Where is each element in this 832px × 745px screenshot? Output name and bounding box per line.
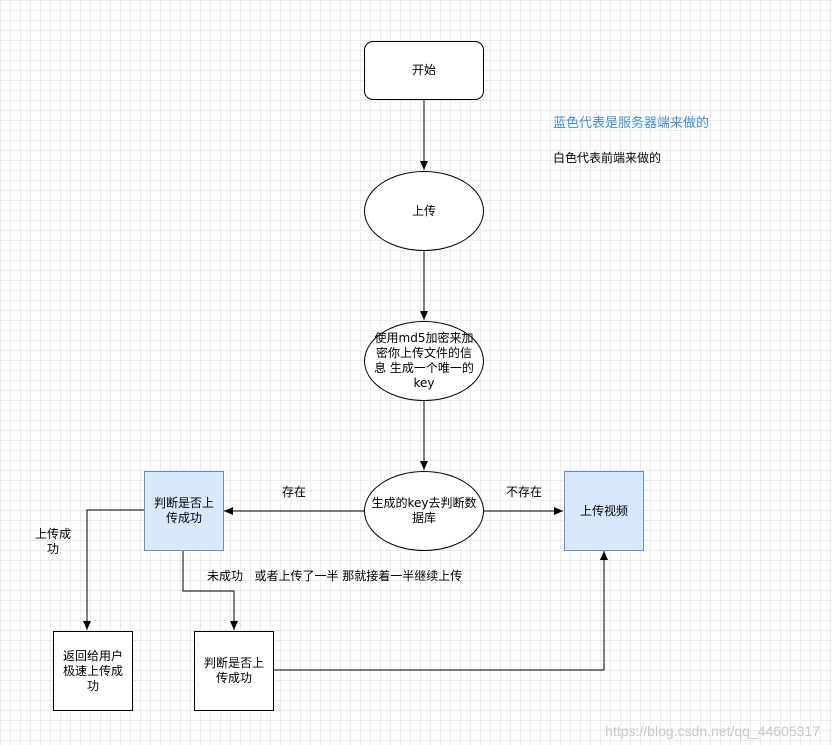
start-node[interactable]: 开始 [364,41,484,100]
start-node-label: 开始 [411,63,436,77]
return-user-node[interactable]: 返回给用户极速上传成功 [53,631,133,711]
check-db-node-label: 生成的key去判断数据库 [371,496,477,525]
edge-judge-to-return [83,509,144,630]
upload-node-label: 上传 [411,203,436,218]
return-user-node-label: 返回给用户极速上传成功 [62,648,123,693]
legend-server-text: 蓝色代表是服务器端来做的 [553,116,710,131]
edge-label-upload-success: 上传成 功 [35,527,72,556]
upload-node[interactable]: 上传 [364,171,484,251]
judge-success-2-node[interactable]: 判断是否上传成功 [194,631,274,711]
edge-judge-to-judge2 [182,550,238,630]
judge-success-2-node-label: 判断是否上传成功 [203,656,264,685]
edge-label-exists: 存在 [282,485,307,499]
md5-key-node[interactable]: 使用md5加密来加密你上传文件的信息 生成一个唯一的key [364,321,484,401]
upload-video-node-label: 上传视频 [579,503,628,518]
edge-judge2-to-video [273,551,608,671]
legend-frontend-text: 白色代表前端来做的 [553,151,662,165]
edge-label-not-success: 未成功 或者上传了一半 那就接着一半继续上传 [207,569,463,583]
upload-video-node[interactable]: 上传视频 [564,471,644,551]
md5-key-node-label: 使用md5加密来加密你上传文件的信息 生成一个唯一的key [374,331,474,390]
judge-success-node[interactable]: 判断是否上传成功 [144,471,224,551]
watermark-text: https://blog.csdn.net/qq_44605317 [605,723,820,739]
check-db-node[interactable]: 生成的key去判断数据库 [364,471,484,551]
judge-success-node-label: 判断是否上传成功 [153,496,214,525]
edge-label-not-exists: 不存在 [506,485,543,499]
